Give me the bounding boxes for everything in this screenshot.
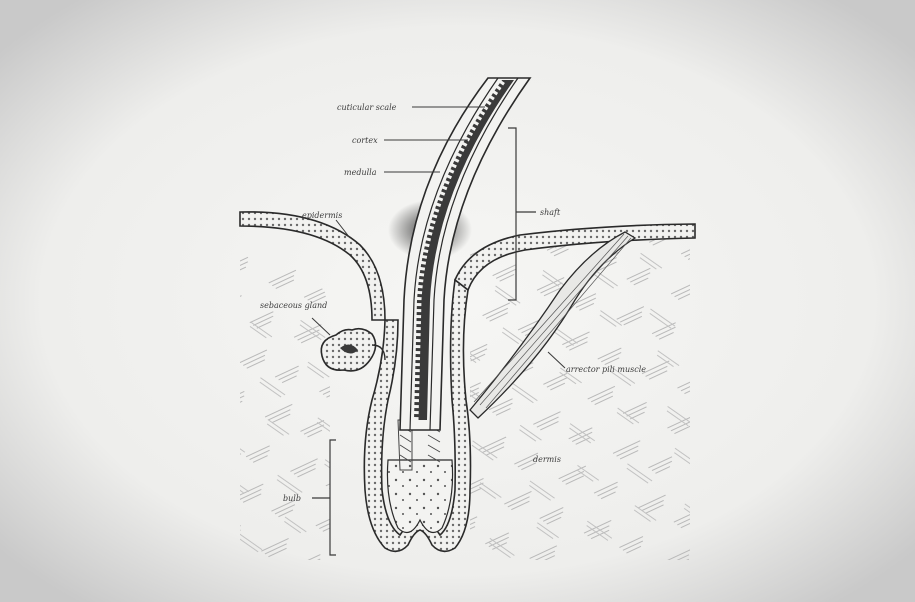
label-cortex: cortex [352,136,378,145]
label-sebaceous-gland: sebaceous gland [260,301,327,310]
label-cuticle-scale: cuticular scale [337,103,397,112]
label-epidermis: epidermis [302,211,342,220]
label-shaft: shaft [540,208,561,217]
label-dermis: dermis [533,455,561,464]
label-bulb: bulb [283,494,301,503]
label-arrector-pili: arrector pili muscle [566,365,646,374]
label-medulla: medulla [344,168,377,177]
